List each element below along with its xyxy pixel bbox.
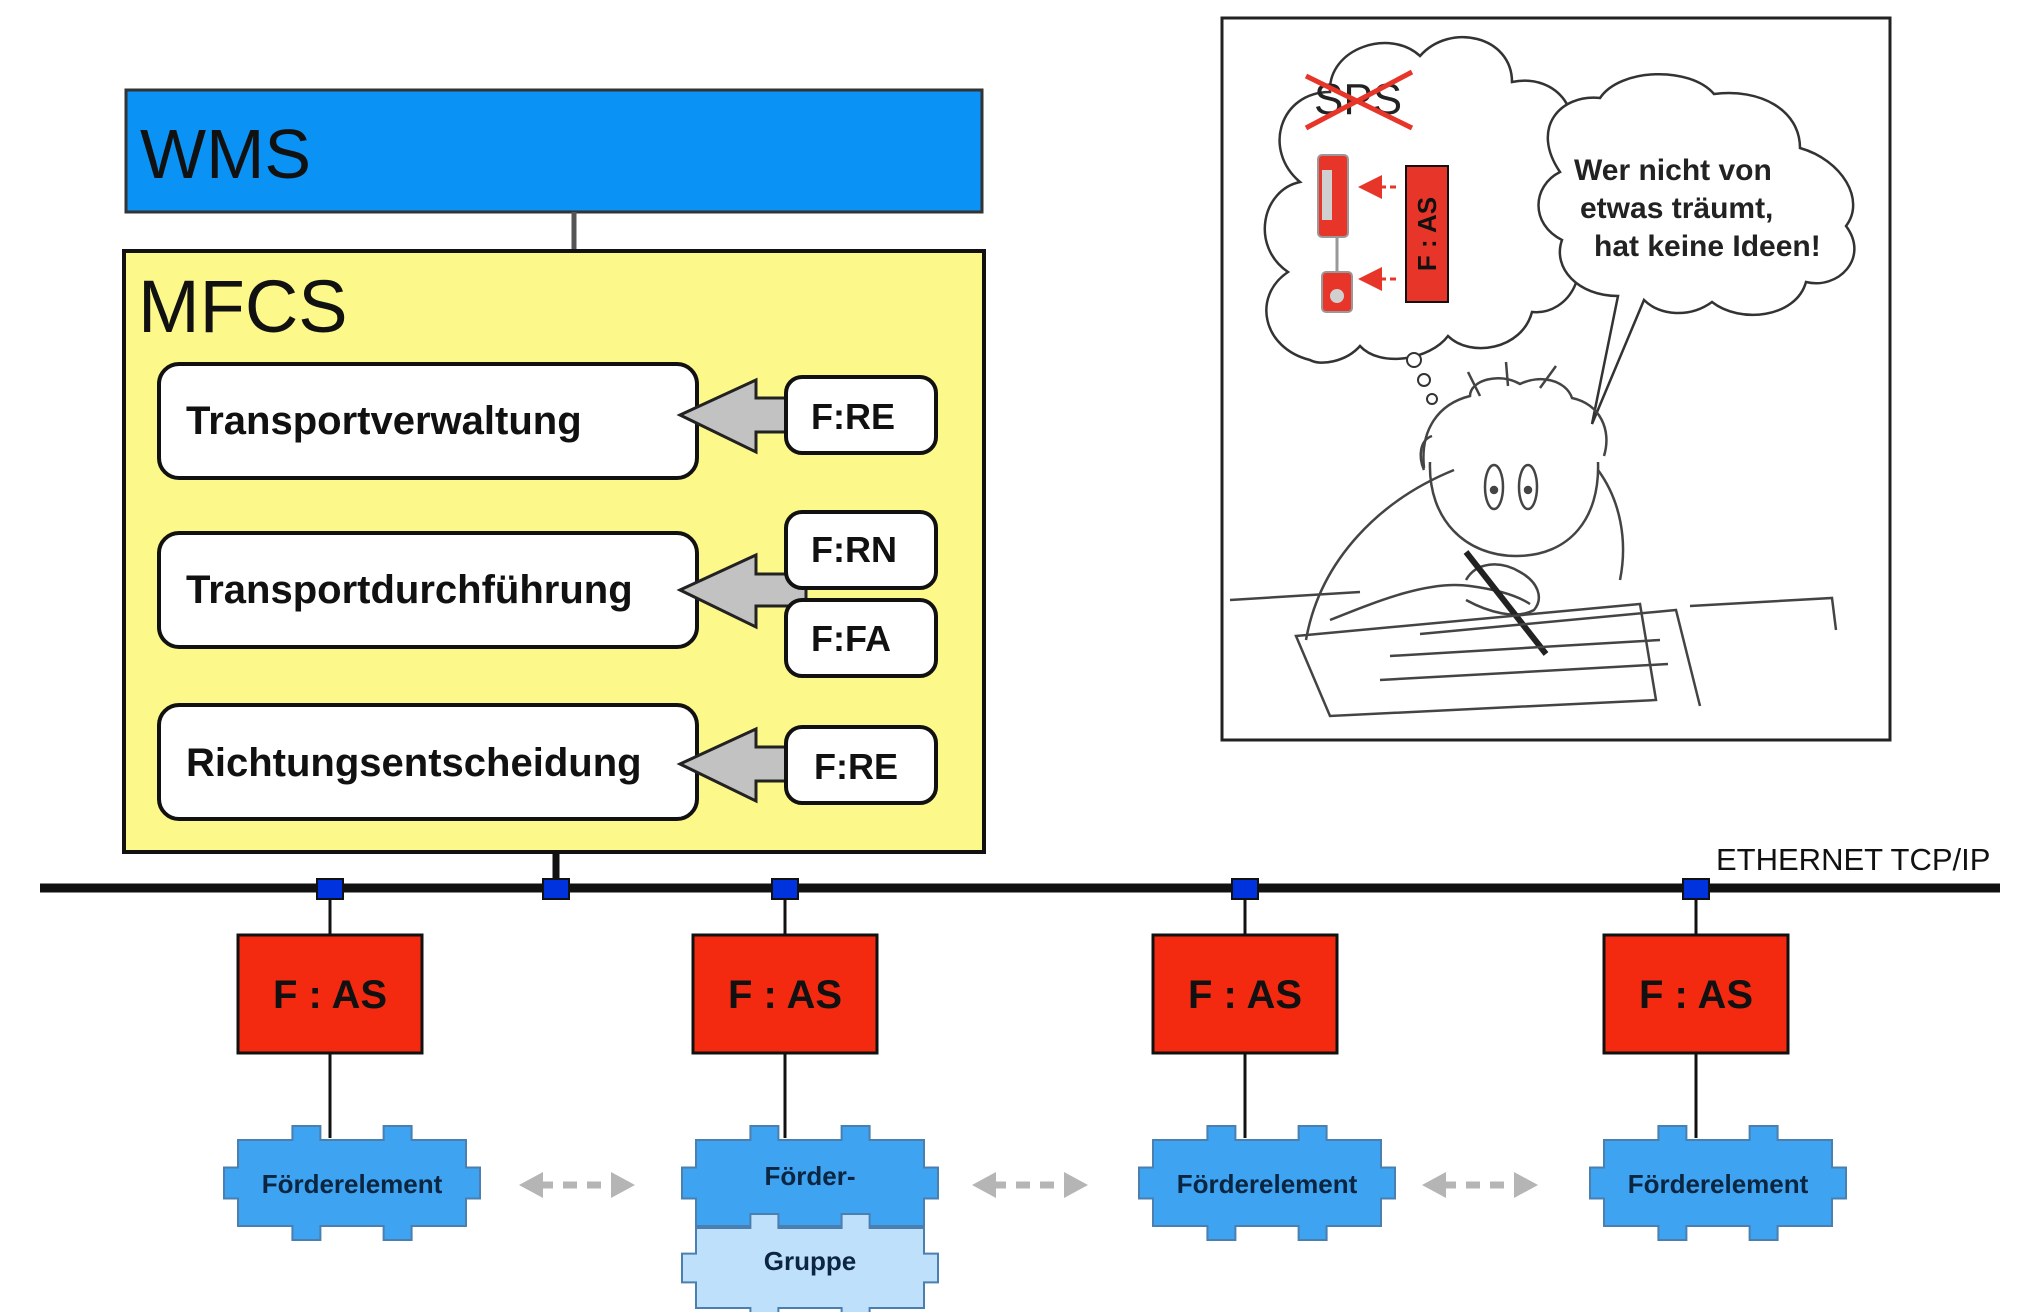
thought-fas-label: F : AS (1412, 197, 1442, 271)
bus-node (1682, 878, 1710, 900)
speech-bubble (1537, 73, 1856, 425)
cartoon-panel: SPS F : AS Wer nicht von etwas träumt, h… (1220, 16, 1892, 742)
device-icon (1317, 154, 1353, 313)
conveyor-element-label: Förderelement (262, 1169, 443, 1199)
bus-node (542, 878, 570, 900)
controller-unit: F : AS Förder- Gruppe (681, 878, 939, 1312)
input-tag-label: F:FA (811, 618, 891, 659)
ethernet-label: ETHERNET TCP/IP (1716, 842, 1990, 877)
person-illustration (1229, 361, 1838, 718)
conveyor-element-piece (681, 1125, 939, 1241)
wms-label: WMS (140, 115, 311, 193)
fas-controller-box (691, 933, 879, 1055)
speech-line: etwas träumt, (1580, 192, 1773, 225)
input-tag-label: F:RE (814, 746, 898, 787)
fas-controller-box (1151, 933, 1339, 1055)
thought-bubble-dot (1406, 352, 1422, 368)
fas-controller-box (236, 933, 424, 1055)
bidirectional-arrow (519, 1172, 635, 1198)
conveyor-element-label: Förderelement (1177, 1169, 1358, 1199)
fas-controller-label: F : AS (1639, 973, 1753, 1017)
input-tag (784, 375, 938, 455)
thought-bubble-dot (1426, 393, 1438, 405)
bus-node (1231, 878, 1259, 900)
module-label: Transportdurchführung (186, 568, 633, 612)
fas-controller-box (1602, 933, 1790, 1055)
fas-controller-label: F : AS (1188, 973, 1302, 1017)
module-label: Transportverwaltung (186, 399, 582, 443)
conveyor-element-label: Förder- (765, 1161, 856, 1191)
input-tag-label: F:RN (811, 529, 897, 570)
mfcs-label: MFCS (138, 265, 348, 348)
mfcs-box: MFCS Transportverwaltung F:RE Transportd… (122, 249, 986, 854)
speech-line: Wer nicht von (1574, 154, 1772, 187)
module-label: Richtungsentscheidung (186, 741, 642, 785)
controller-unit: F : AS Förderelement (1589, 878, 1847, 1241)
wms-box: WMS (124, 88, 984, 214)
controller-unit: F : AS Förderelement (223, 878, 481, 1241)
ethernet-bus: ETHERNET TCP/IP (40, 842, 2000, 900)
bus-node (316, 878, 344, 900)
conveyor-element-piece (223, 1125, 481, 1241)
module-transportverwaltung: Transportverwaltung F:RE (157, 362, 938, 480)
fas-controller-label: F : AS (728, 973, 842, 1017)
conveyor-element-piece (1589, 1125, 1847, 1241)
conveyor-element-label: Förderelement (1628, 1169, 1809, 1199)
thought-fas-box (1405, 165, 1449, 303)
thought-bubble-dot (1417, 373, 1431, 387)
bidirectional-arrow (972, 1172, 1088, 1198)
input-tag-label: F:RE (811, 396, 895, 437)
bidirectional-arrow (1422, 1172, 1538, 1198)
bus-node (771, 878, 799, 900)
fas-controller-label: F : AS (273, 973, 387, 1017)
module-richtungsentscheidung: Richtungsentscheidung F:RE (157, 703, 938, 821)
conveyor-element-piece (1138, 1125, 1396, 1241)
input-tag (784, 510, 938, 590)
cross-line (1304, 69, 1414, 131)
conveyor-group-label: Gruppe (764, 1246, 856, 1276)
module-transportdurchfuehrung: Transportdurchführung F:RN F:FA (157, 510, 938, 678)
input-tag (784, 725, 938, 805)
controller-unit: F : AS Förderelement (1138, 878, 1396, 1241)
conveyor-group-piece (681, 1213, 939, 1312)
input-tag (784, 598, 938, 678)
speech-line: hat keine Ideen! (1594, 230, 1821, 263)
